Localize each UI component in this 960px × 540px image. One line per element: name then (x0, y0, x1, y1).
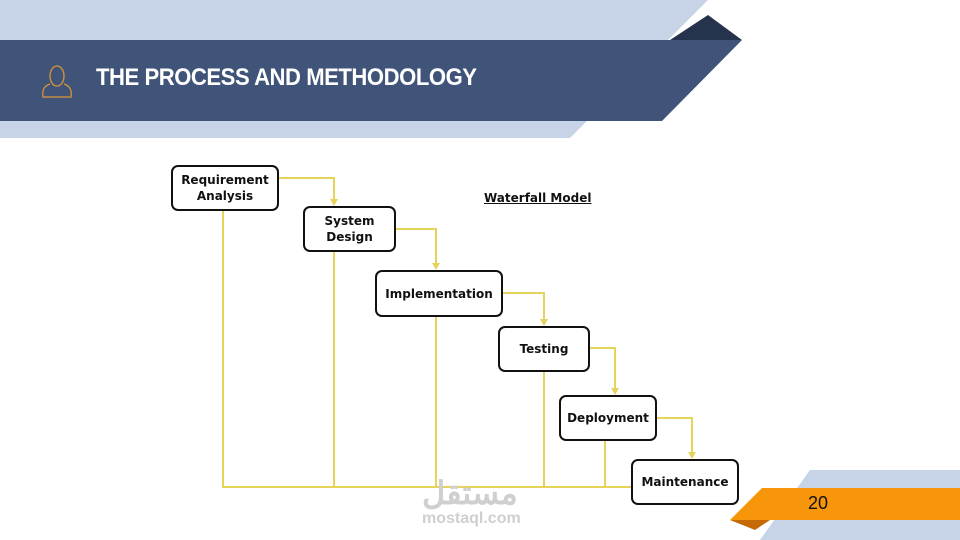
step-system-design: System Design (303, 206, 396, 252)
step-testing: Testing (498, 326, 590, 372)
diagram-title: Waterfall Model (484, 191, 592, 205)
page-title: THE PROCESS AND METHODOLOGY (96, 64, 477, 91)
footer-fold (730, 520, 770, 530)
user-icon (42, 65, 72, 98)
watermark-logo: مستقل (422, 475, 518, 511)
step-maintenance: Maintenance (631, 459, 739, 505)
header-fold (670, 15, 742, 40)
arrowheads (330, 199, 696, 459)
step-deployment: Deployment (559, 395, 657, 441)
connectors (222, 177, 693, 488)
footer-band (730, 488, 960, 520)
header-band (0, 40, 742, 121)
step-implementation: Implementation (375, 270, 503, 317)
step-requirement-analysis: Requirement Analysis (171, 165, 279, 211)
page-number: 20 (808, 493, 829, 513)
watermark-url: mostaql.com (422, 510, 521, 527)
